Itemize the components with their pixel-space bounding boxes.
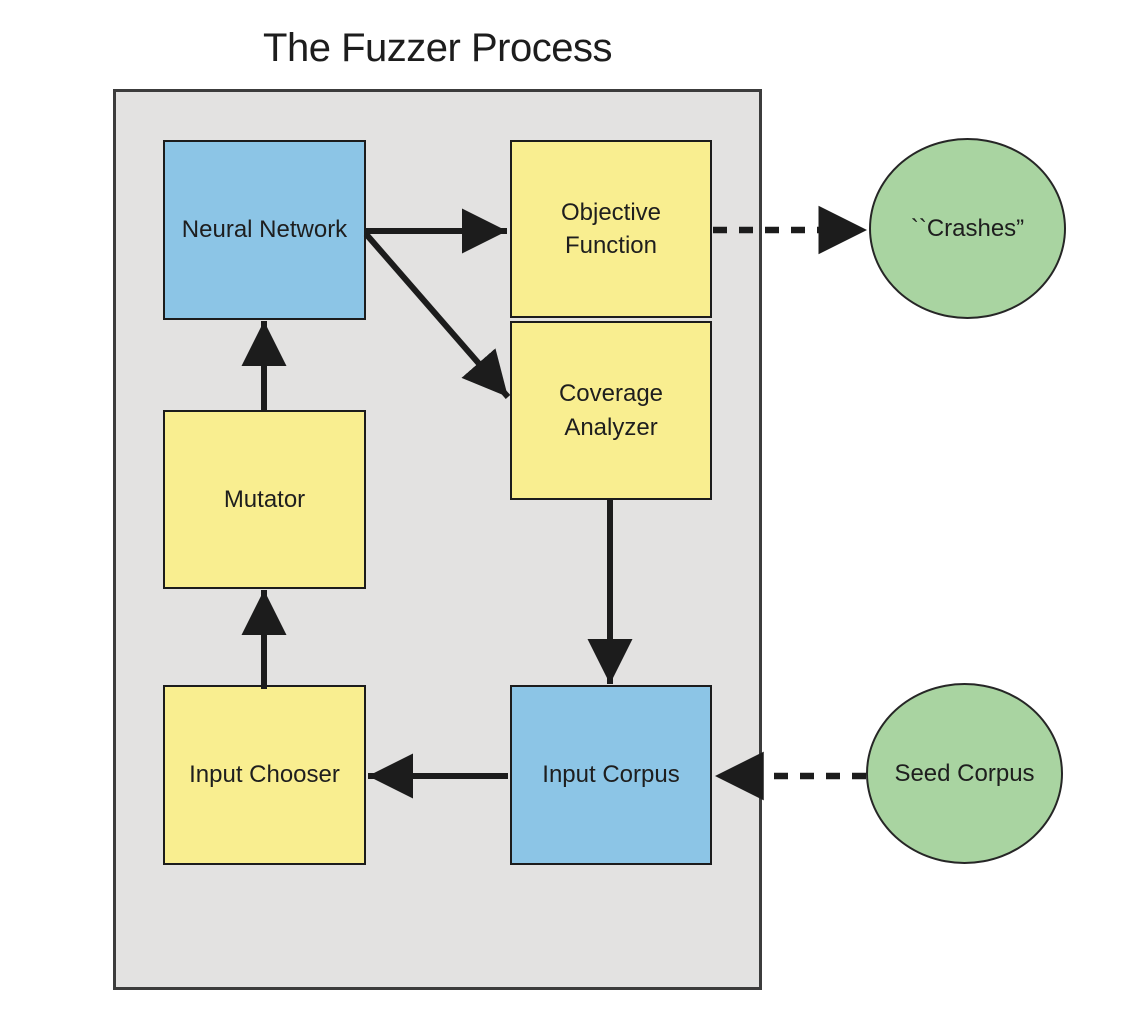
node-input-corpus-label: Input Corpus — [542, 761, 680, 789]
node-input-chooser-label: Input Chooser — [189, 761, 340, 789]
diagram-title: The Fuzzer Process — [263, 26, 612, 70]
node-input-corpus: Input Corpus — [510, 685, 712, 865]
node-seed-corpus-label: Seed Corpus — [894, 759, 1035, 787]
node-objective-function-label: Objective Function — [560, 198, 662, 259]
node-crashes: ``Crashes” — [869, 138, 1066, 319]
node-mutator: Mutator — [163, 410, 366, 589]
node-mutator-label: Mutator — [223, 485, 306, 513]
node-objective-function: Objective Function — [510, 140, 712, 318]
node-input-chooser: Input Chooser — [163, 685, 366, 865]
node-seed-corpus: Seed Corpus — [866, 683, 1063, 864]
node-coverage-analyzer: Coverage Analyzer — [510, 321, 712, 500]
node-coverage-analyzer-label: Coverage Analyzer — [558, 380, 664, 441]
node-neural-network: Neural Network — [163, 140, 366, 320]
node-neural-network-label: Neural Network — [181, 216, 348, 244]
node-crashes-label: ``Crashes” — [910, 214, 1025, 242]
